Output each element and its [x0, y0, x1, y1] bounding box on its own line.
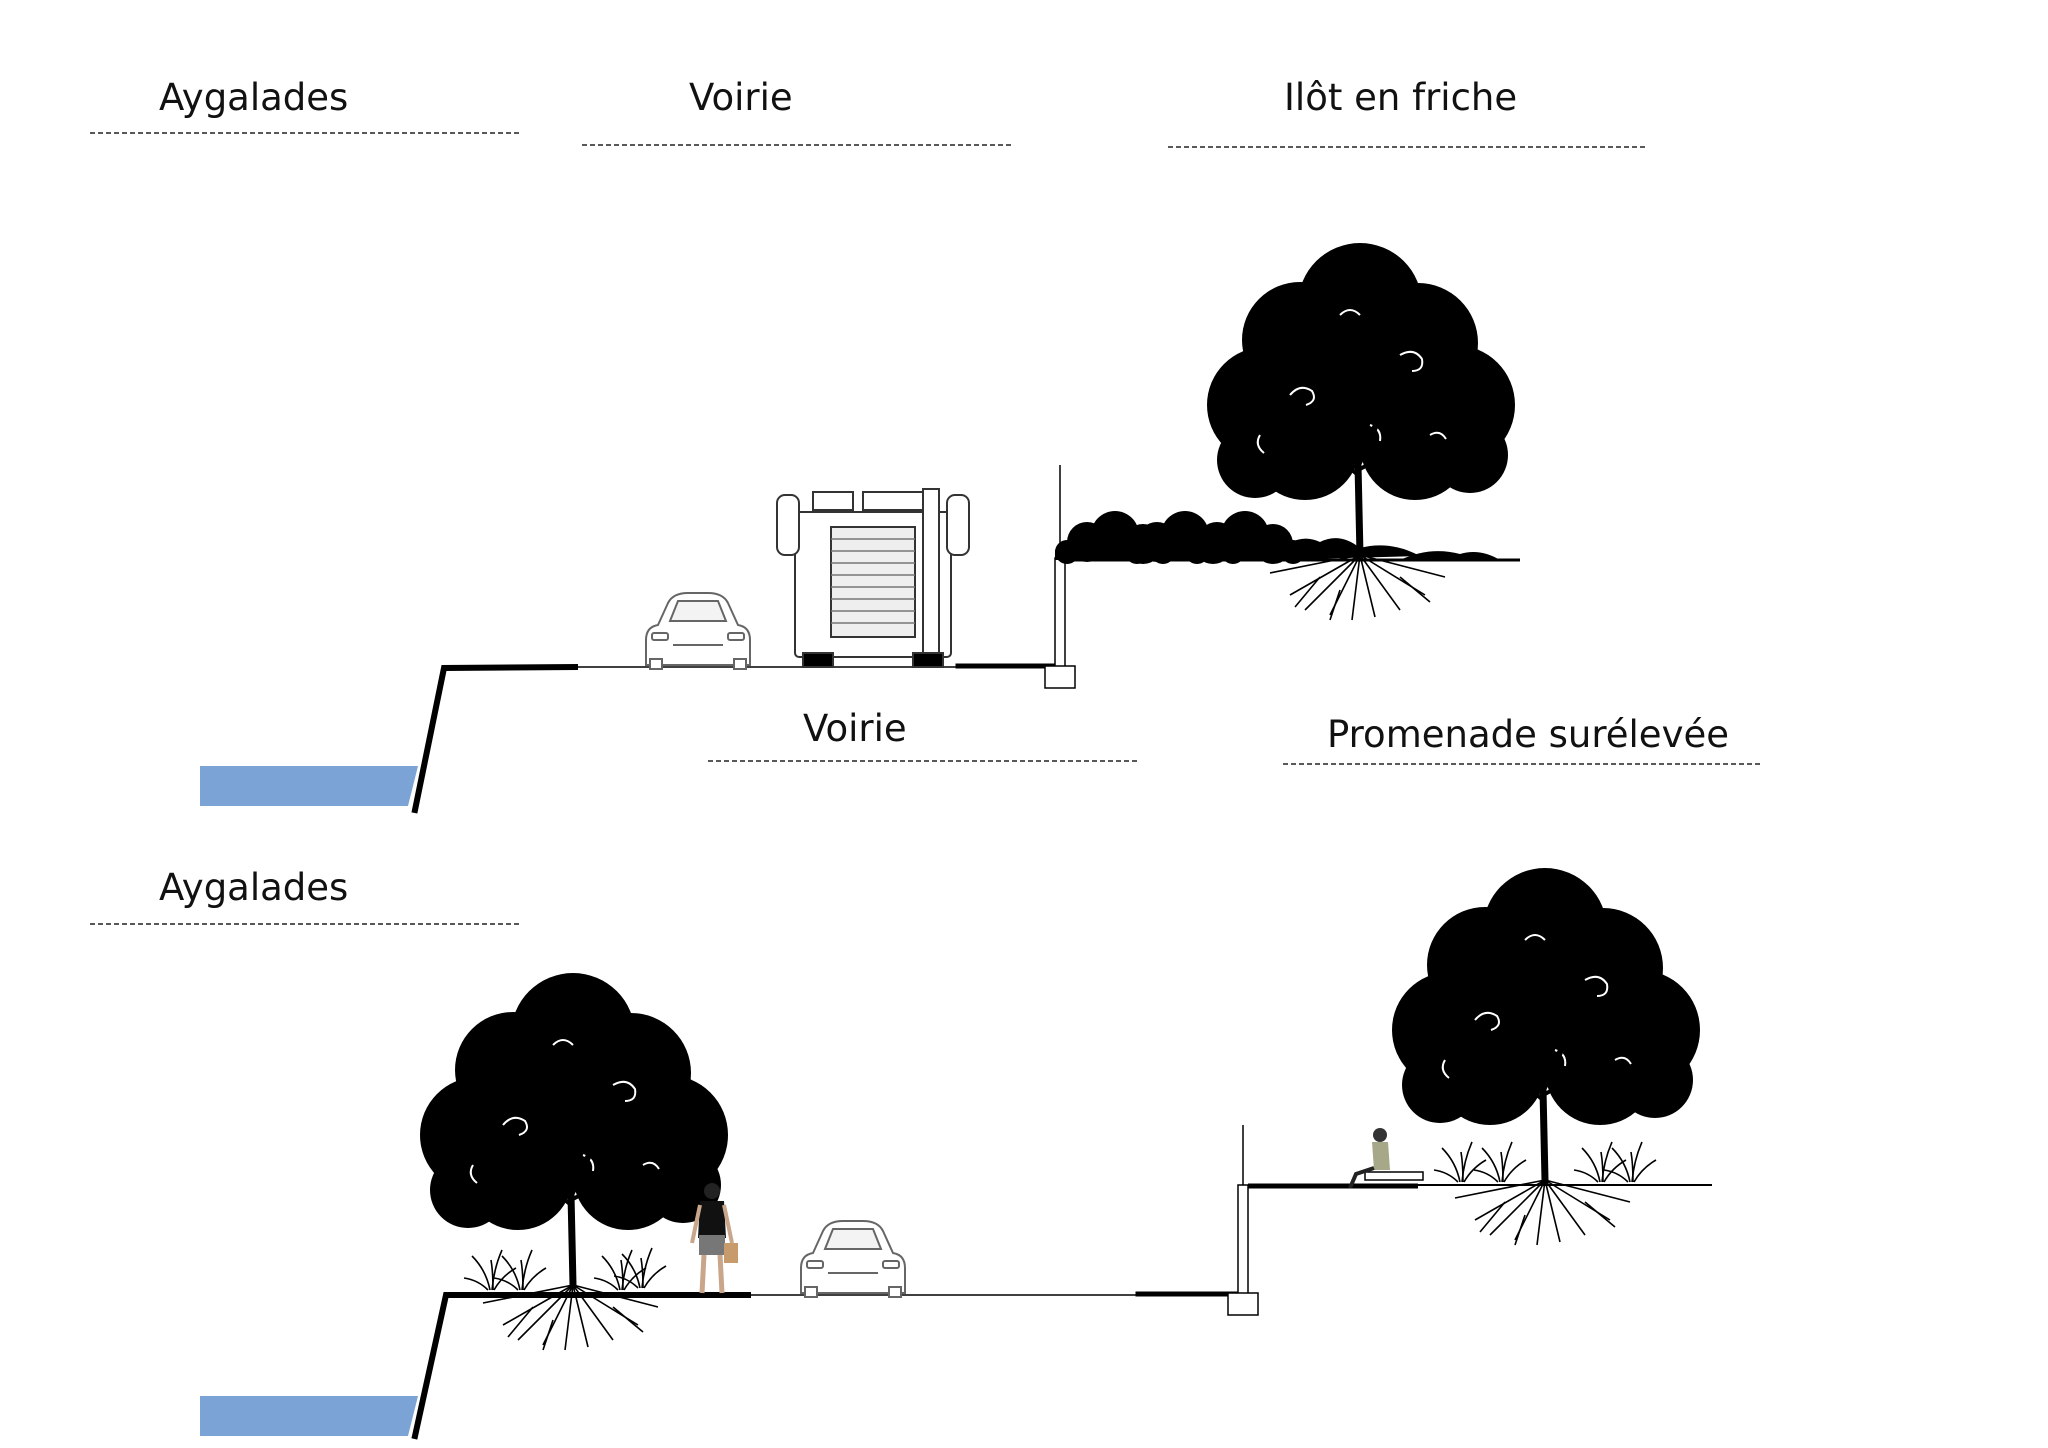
pedestrian-icon	[690, 1183, 738, 1294]
grass-left	[463, 1247, 667, 1291]
retaining-wall-top	[1044, 465, 1520, 689]
ground-top	[411, 663, 1058, 814]
label-voirie-top: Voirie	[689, 76, 793, 119]
car-icon	[800, 1220, 906, 1298]
tree-icon	[1392, 868, 1700, 1245]
car-icon	[645, 592, 751, 670]
label-voirie-bottom: Voirie	[803, 707, 907, 750]
shrub-icon	[1055, 511, 1500, 564]
fire-truck-icon	[776, 488, 970, 668]
label-aygalades-bottom: Aygalades	[159, 866, 349, 909]
label-promenade-bottom: Promenade surélevée	[1327, 713, 1729, 756]
label-underlines-top	[90, 132, 1645, 148]
label-aygalades-top: Aygalades	[159, 76, 349, 119]
retaining-wall-bottom	[1227, 1125, 1712, 1316]
water-icon	[200, 1396, 418, 1436]
seated-person-icon	[1348, 1128, 1424, 1189]
water-icon	[200, 766, 418, 806]
label-ilot-top: Ilôt en friche	[1284, 76, 1518, 119]
tree-icon	[1207, 243, 1515, 620]
ground-bottom	[411, 1291, 1243, 1440]
